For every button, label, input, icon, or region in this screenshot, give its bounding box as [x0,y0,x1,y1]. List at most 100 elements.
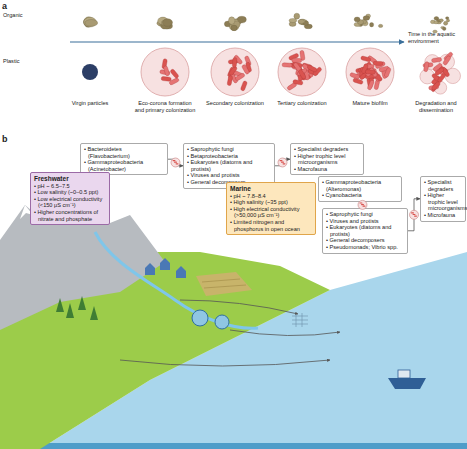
plastic-particle [141,48,189,96]
flow-arrow [230,330,340,336]
stage-label: Secondary colonization [204,100,266,107]
box-item: • Eukaryotes (diatoms and protists) [326,224,404,237]
panel-letter: a [2,1,14,12]
boat [388,378,426,389]
organic-particle [434,21,438,24]
bacterium [353,78,364,85]
bacterium [414,216,417,217]
bacterium [292,58,302,62]
organic-particle [85,20,98,27]
organic-particle [354,17,360,22]
stage-label: Virgin particles [59,100,121,107]
virgin-particle [82,64,98,80]
bacterium [173,160,176,161]
bacterium [360,202,363,203]
bacterium [307,65,318,73]
bacterium [174,162,177,163]
freshwater-box: Freshwater• pH ~ 6.5–7.5• Low salinity (… [30,172,110,225]
tree [78,296,86,310]
box-item: • Gammaproteobacteria (Alteromonas) [322,179,398,192]
particle-icon [358,200,367,209]
treatment-tank [192,310,208,326]
flow-arrow [120,360,330,366]
organic-particle [294,13,300,19]
organic-particle [163,19,173,27]
field-rows [202,279,246,288]
flow-arrow [180,300,298,314]
house [160,258,170,270]
bacterium [411,212,414,213]
box-item: • Specialist degraders [424,179,462,192]
box-heading: Marine [230,185,312,193]
house [176,266,186,278]
box-item: • Microfauna [424,212,462,219]
aquaculture [292,313,308,327]
organic-particle [442,27,446,31]
sea-edge [40,443,467,449]
box-item: • High electrical conductivity (>50,000 … [230,206,312,219]
box-item: • Higher trophic level microorganisms [294,153,360,166]
plastic-particle [278,48,326,96]
stage-label: Degradation and dissemination [405,100,467,113]
bacterium [413,214,416,215]
river [95,232,258,328]
bacterium [423,61,429,72]
bacterium [293,79,304,85]
box-item: • General decomposers [326,237,404,244]
time-arrow [70,41,404,42]
box-item: • Gammaproteobacteria (Acinetobacter) [84,159,164,172]
bacterium [361,204,364,205]
tree [90,306,98,320]
taxa-box: • Specialist degraders• Higher trophic l… [290,143,364,175]
box-item: • High salinity (~35 ppt) [230,199,312,206]
particle-icon [410,210,419,219]
box-item: • Saprophytic fungi [187,146,271,153]
box-item: • Low electrical conductivity (<150 μS c… [34,196,106,209]
box-item: • Low salinity (~0–0.5 ppt) [34,189,106,196]
stage-label: Time in the aquatic environment [408,31,466,44]
bacterium [282,63,292,68]
tree [66,303,74,318]
box-item: • Cyanobacteria [322,192,398,199]
particle-stages [82,13,460,96]
box-item: • Higher trophic level microorganisms [424,192,462,212]
bacterium [232,57,237,67]
bacterium [298,69,307,80]
bacterium [161,76,171,81]
box-heading: Freshwater [34,175,106,183]
marine-box: Marine• pH ~ 7.8–8.4• High salinity (~35… [226,182,316,235]
taxa-box: • Gammaproteobacteria (Alteromonas)• Cya… [318,176,402,202]
bacterium [235,73,246,82]
taxa-box: • Saprophytic fungi• Viruses and protist… [322,208,408,254]
connector-arrow [168,159,183,166]
field [196,272,252,296]
organic-particle [289,18,297,22]
bacterium [373,61,383,65]
organic-particle [231,25,237,31]
box-item: • Viruses and protists [326,218,404,225]
box-item: • pH ~ 6.5–7.5 [34,183,106,190]
tree [56,298,64,312]
connector-arrow [275,159,290,166]
bacterium [434,67,444,76]
bacterium [227,75,233,86]
bacterium [384,67,391,78]
organic-particle [229,17,235,25]
stage-label: Plastic [3,58,43,65]
box-item: • Specialist degraders [294,146,360,153]
connector-arrow [408,199,420,231]
particle-icon [171,158,180,167]
box-item: • Higher concentrations of nitrate and p… [34,209,106,222]
bacterium [363,206,366,207]
bacterium [281,162,284,163]
box-item: • Eukaryotes (diatoms and protists) [187,159,271,172]
plastic-particle [346,48,394,96]
bacterium [169,77,180,85]
treatment-tank [215,315,229,329]
bacterium [431,81,441,91]
organic-particle [363,16,370,21]
panel-letter: b [2,134,14,145]
organic-particle [378,24,382,27]
